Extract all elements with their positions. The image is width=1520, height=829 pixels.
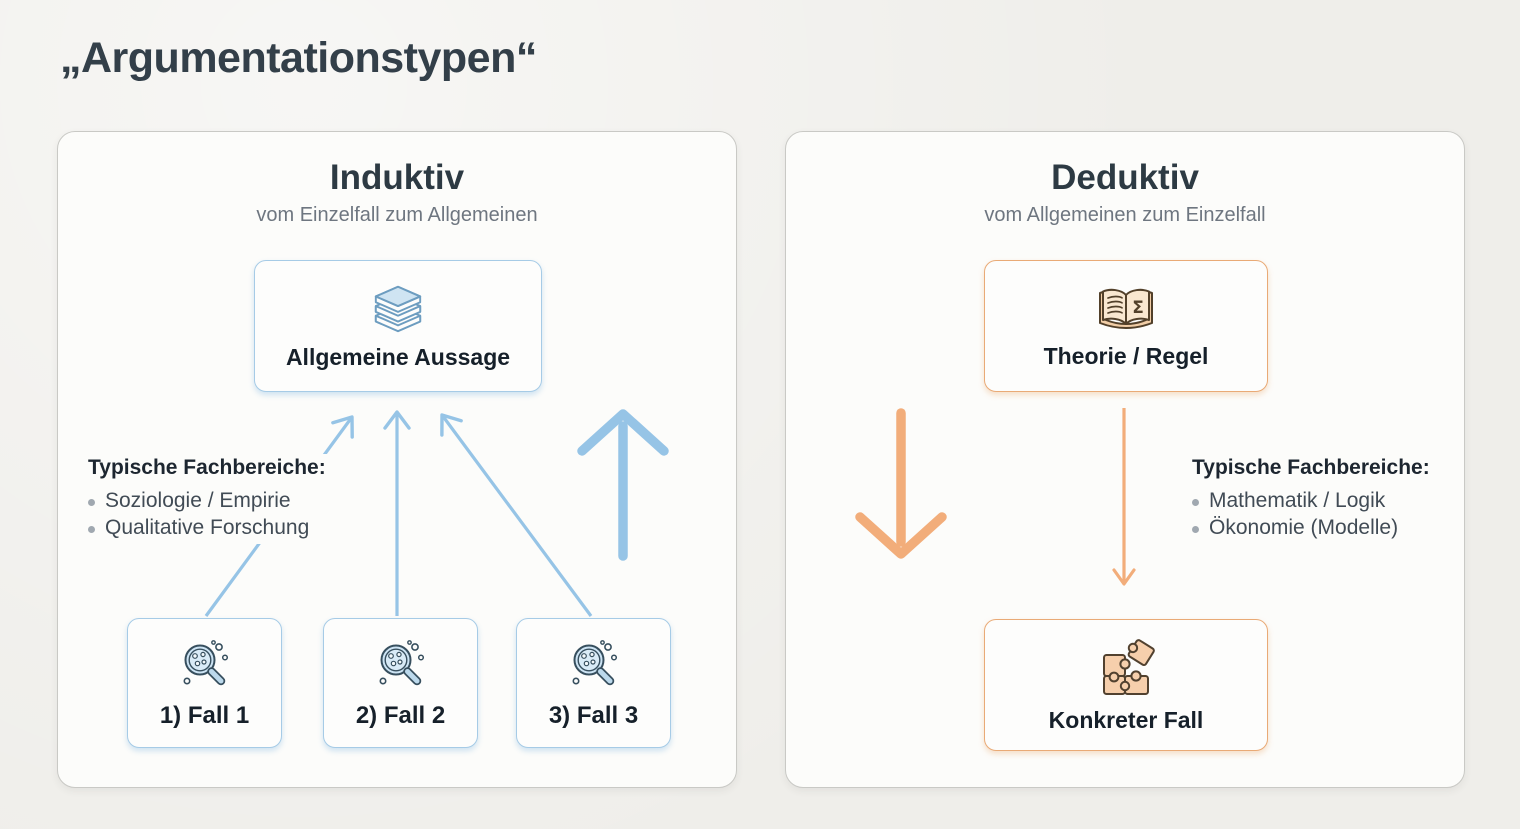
field-text: Qualitative Forschung xyxy=(105,515,310,539)
node-case-2: 2) Fall 2 xyxy=(323,618,478,748)
deductive-field-item: Mathematik / Logik xyxy=(1192,488,1442,515)
node-case-3: 3) Fall 3 xyxy=(516,618,671,748)
deductive-header: Deduktiv vom Allgemeinen zum Einzelfall xyxy=(786,158,1464,227)
node-general-statement: Allgemeine Aussage xyxy=(254,260,542,392)
case-2-label: 2) Fall 2 xyxy=(355,701,446,729)
field-text: Mathematik / Logik xyxy=(1209,489,1386,512)
inductive-field-item: Soziologie / Empirie xyxy=(88,488,344,515)
node-concrete-case: Konkreter Fall xyxy=(984,619,1268,751)
bullet-icon xyxy=(1192,525,1199,533)
svg-text:Σ: Σ xyxy=(1132,298,1144,318)
node-theory-rule: Σ Theorie / Regel xyxy=(984,260,1268,392)
puzzle-icon xyxy=(1103,639,1155,695)
deductive-fields-heading: Typische Fachbereiche: xyxy=(1192,456,1430,479)
deductive-subtitle: vom Allgemeinen zum Einzelfall xyxy=(984,204,1266,226)
field-text: Soziologie / Empirie xyxy=(105,489,291,512)
open-book-sigma-icon: Σ xyxy=(1099,288,1153,329)
panel-deductive: Deduktiv vom Allgemeinen zum Einzelfall … xyxy=(785,131,1465,788)
deductive-title: Deduktiv xyxy=(1051,158,1199,197)
magnifier-specimen-icon xyxy=(183,639,228,685)
concrete-case-label: Konkreter Fall xyxy=(1048,707,1204,733)
case-3-label: 3) Fall 3 xyxy=(548,701,639,729)
deductive-field-item: Ökonomie (Modelle) xyxy=(1192,515,1442,542)
inductive-subtitle: vom Einzelfall zum Allgemeinen xyxy=(256,204,538,226)
inductive-fields: Typische Fachbereiche: Soziologie / Empi… xyxy=(84,454,348,544)
deductive-fields: Typische Fachbereiche: Mathematik / Logi… xyxy=(1188,454,1446,544)
magnifier-specimen-icon xyxy=(379,639,424,685)
bullet-icon xyxy=(88,525,95,533)
page-title: „Argumentationstypen“ xyxy=(60,34,537,82)
node-case-1: 1) Fall 1 xyxy=(127,618,282,748)
case-1-label: 1) Fall 1 xyxy=(159,701,250,729)
bullet-icon xyxy=(1192,498,1199,506)
inductive-header: Induktiv vom Einzelfall zum Allgemeinen xyxy=(58,158,736,227)
theory-rule-label: Theorie / Regel xyxy=(1043,343,1209,369)
panel-inductive: Induktiv vom Einzelfall zum Allgemeinen … xyxy=(57,131,737,788)
inductive-title: Induktiv xyxy=(329,158,465,197)
general-statement-label: Allgemeine Aussage xyxy=(285,344,511,370)
magnifier-specimen-icon xyxy=(572,639,617,685)
bullet-icon xyxy=(88,498,95,506)
books-stack-icon xyxy=(374,285,422,333)
arrow-case3-to-general xyxy=(440,413,593,617)
field-text: Ökonomie (Modelle) xyxy=(1209,515,1399,539)
inductive-fields-heading: Typische Fachbereiche: xyxy=(88,456,326,479)
inductive-field-item: Qualitative Forschung xyxy=(88,515,344,542)
